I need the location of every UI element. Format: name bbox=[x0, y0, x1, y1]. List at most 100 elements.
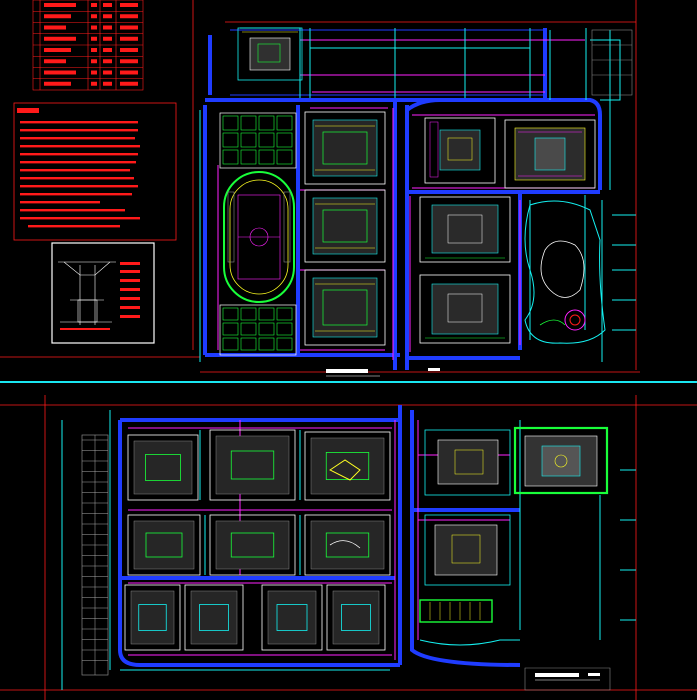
table-cell-mark bbox=[120, 3, 138, 7]
building-outline bbox=[304, 514, 391, 576]
building-courtyard bbox=[325, 532, 370, 558]
sports-court bbox=[240, 132, 257, 148]
upper-site-lines bbox=[199, 27, 636, 362]
table-cell-mark bbox=[103, 48, 112, 52]
building-courtyard bbox=[322, 131, 368, 165]
sports-court bbox=[240, 149, 257, 165]
building-outline bbox=[304, 111, 386, 185]
note-line bbox=[20, 129, 138, 132]
table-cell-mark bbox=[44, 59, 66, 64]
building-outline bbox=[304, 189, 386, 263]
table-cell-mark bbox=[120, 70, 138, 75]
building-footprint bbox=[215, 435, 290, 495]
sports-court bbox=[222, 149, 239, 165]
sports-court bbox=[240, 322, 257, 336]
table-cell-mark bbox=[120, 81, 138, 86]
note-line bbox=[20, 145, 140, 148]
detail-section-box bbox=[51, 242, 155, 344]
building-courtyard bbox=[199, 604, 229, 631]
building-footprint bbox=[310, 520, 385, 570]
sports-court bbox=[258, 337, 275, 351]
building-outline bbox=[304, 431, 391, 501]
sports-court bbox=[276, 307, 293, 321]
building-footprint bbox=[130, 590, 175, 645]
building-outline bbox=[184, 584, 244, 651]
building-courtyard bbox=[276, 604, 308, 631]
sports-court bbox=[258, 149, 275, 165]
sports-court bbox=[276, 115, 293, 131]
building-footprint bbox=[215, 520, 290, 570]
lower-roads bbox=[118, 405, 521, 667]
building-courtyard bbox=[341, 604, 371, 631]
table-cell-mark bbox=[44, 36, 76, 41]
note-line bbox=[20, 217, 140, 220]
table-cell-mark bbox=[44, 70, 76, 75]
note-line bbox=[28, 225, 120, 228]
sports-court bbox=[240, 115, 257, 131]
sports-court bbox=[276, 132, 293, 148]
lower-parking-strip bbox=[81, 434, 109, 676]
building-courtyard bbox=[138, 604, 167, 631]
building-courtyard bbox=[230, 450, 275, 480]
landscape-garden bbox=[524, 200, 606, 344]
table-cell-mark bbox=[120, 59, 138, 64]
note-line bbox=[20, 177, 134, 180]
table-cell-mark bbox=[120, 36, 138, 41]
table-cell-mark bbox=[103, 70, 112, 75]
sports-court bbox=[222, 337, 239, 351]
note-line bbox=[20, 137, 135, 140]
building-footprint bbox=[312, 119, 378, 177]
table-cell-mark bbox=[91, 36, 97, 41]
building-courtyard bbox=[145, 532, 183, 558]
table-cell-mark bbox=[103, 3, 112, 7]
sports-court bbox=[276, 149, 293, 165]
sports-area bbox=[219, 112, 297, 356]
upper-frame bbox=[0, 0, 640, 373]
sports-court bbox=[258, 115, 275, 131]
table-cell-mark bbox=[103, 59, 112, 64]
note-line bbox=[20, 201, 100, 204]
table-cell-mark bbox=[103, 81, 112, 86]
note-line bbox=[20, 209, 125, 212]
building-outline bbox=[326, 584, 386, 651]
table-cell-mark bbox=[44, 81, 71, 86]
building-outline bbox=[209, 429, 296, 501]
table-cell-mark bbox=[91, 81, 97, 86]
table-cell-mark bbox=[103, 14, 112, 19]
note-line bbox=[20, 193, 132, 196]
upper-sheet-title bbox=[326, 368, 440, 377]
building-footprint bbox=[312, 277, 378, 338]
table-cell-mark bbox=[120, 14, 138, 19]
note-line bbox=[20, 153, 138, 156]
table-cell-mark bbox=[91, 59, 97, 64]
note-line bbox=[20, 169, 130, 172]
teaching-buildings-upper bbox=[304, 111, 386, 346]
table-cell-mark bbox=[91, 3, 97, 7]
lower-site-lines bbox=[61, 410, 636, 690]
table-cell-mark bbox=[44, 48, 71, 52]
east-buildings-lower bbox=[419, 426, 609, 623]
northeast-parking bbox=[591, 29, 633, 96]
courtyard-feature bbox=[329, 459, 361, 481]
building-footprint bbox=[312, 197, 378, 255]
table-cell-mark bbox=[44, 25, 66, 30]
sports-court bbox=[276, 337, 293, 351]
lower-sheet bbox=[0, 395, 697, 700]
building-outline bbox=[124, 584, 181, 651]
table-cell-mark bbox=[120, 25, 138, 30]
design-notes-box bbox=[13, 102, 177, 241]
sports-court bbox=[240, 337, 257, 351]
sports-court bbox=[222, 115, 239, 131]
building-outline bbox=[304, 269, 386, 346]
schedule-table bbox=[32, 0, 144, 91]
sports-court bbox=[240, 307, 257, 321]
admin-buildings-upper bbox=[419, 117, 596, 344]
sports-court bbox=[222, 307, 239, 321]
building-outline bbox=[127, 434, 199, 501]
building-outline bbox=[261, 584, 323, 651]
building-courtyard bbox=[322, 209, 368, 243]
building-footprint bbox=[310, 437, 385, 495]
table-cell-mark bbox=[120, 48, 138, 52]
teaching-buildings-lower bbox=[124, 429, 391, 651]
building-courtyard bbox=[322, 289, 368, 326]
